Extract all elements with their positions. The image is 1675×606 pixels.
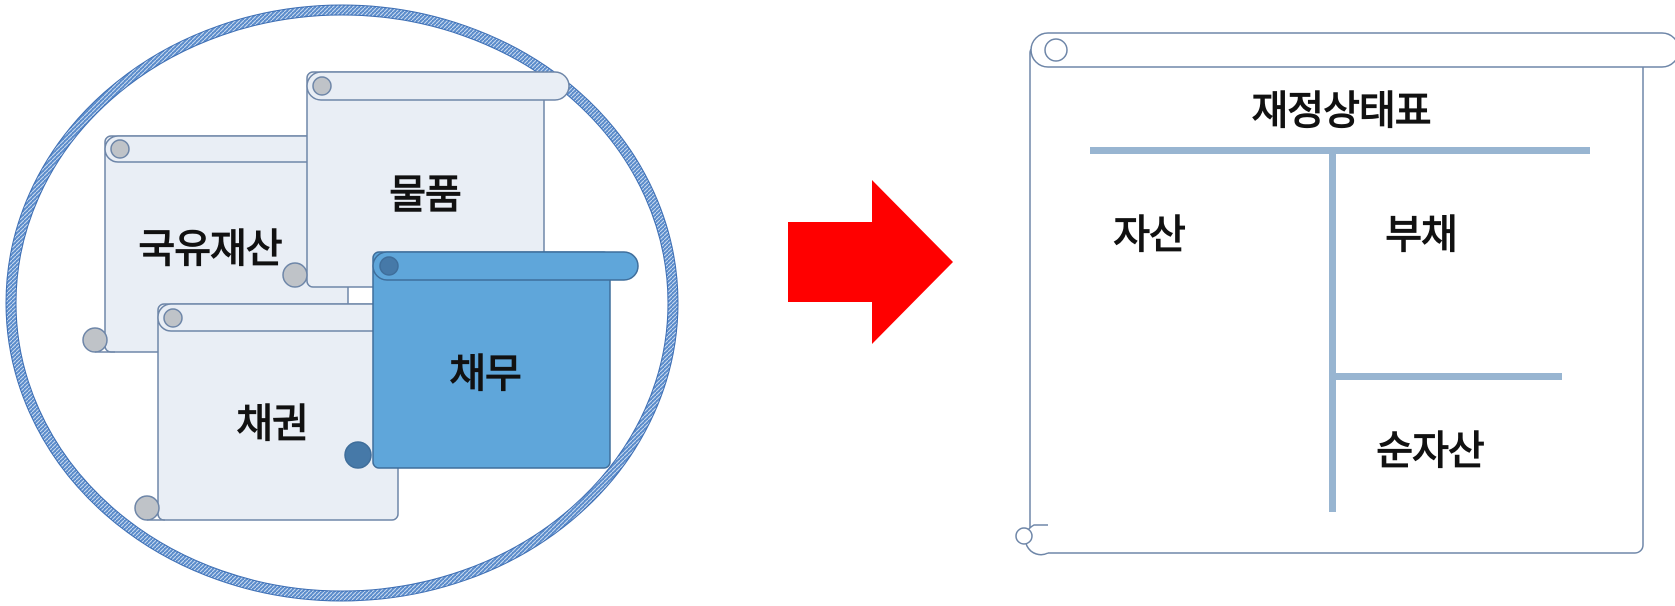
- label-liabilities: 부채: [1385, 212, 1457, 258]
- statement-scroll: 재정상태표 자산 부채 순자산: [1016, 33, 1675, 555]
- liabilities-divider: [1336, 373, 1562, 380]
- right-arrow-icon: [788, 180, 953, 344]
- label-debt: 채무: [449, 351, 521, 397]
- label-goods: 물품: [389, 172, 461, 218]
- label-assets: 자산: [1113, 212, 1186, 258]
- scroll-receivables: 채권: [135, 304, 398, 520]
- statement-title: 재정상태표: [1252, 88, 1431, 134]
- column-divider: [1329, 154, 1336, 512]
- label-receivables: 채권: [236, 401, 308, 447]
- scroll-debt: 채무: [345, 252, 638, 468]
- title-divider: [1090, 147, 1590, 154]
- label-net-assets: 순자산: [1376, 428, 1485, 474]
- label-national-property: 국유재산: [138, 226, 282, 272]
